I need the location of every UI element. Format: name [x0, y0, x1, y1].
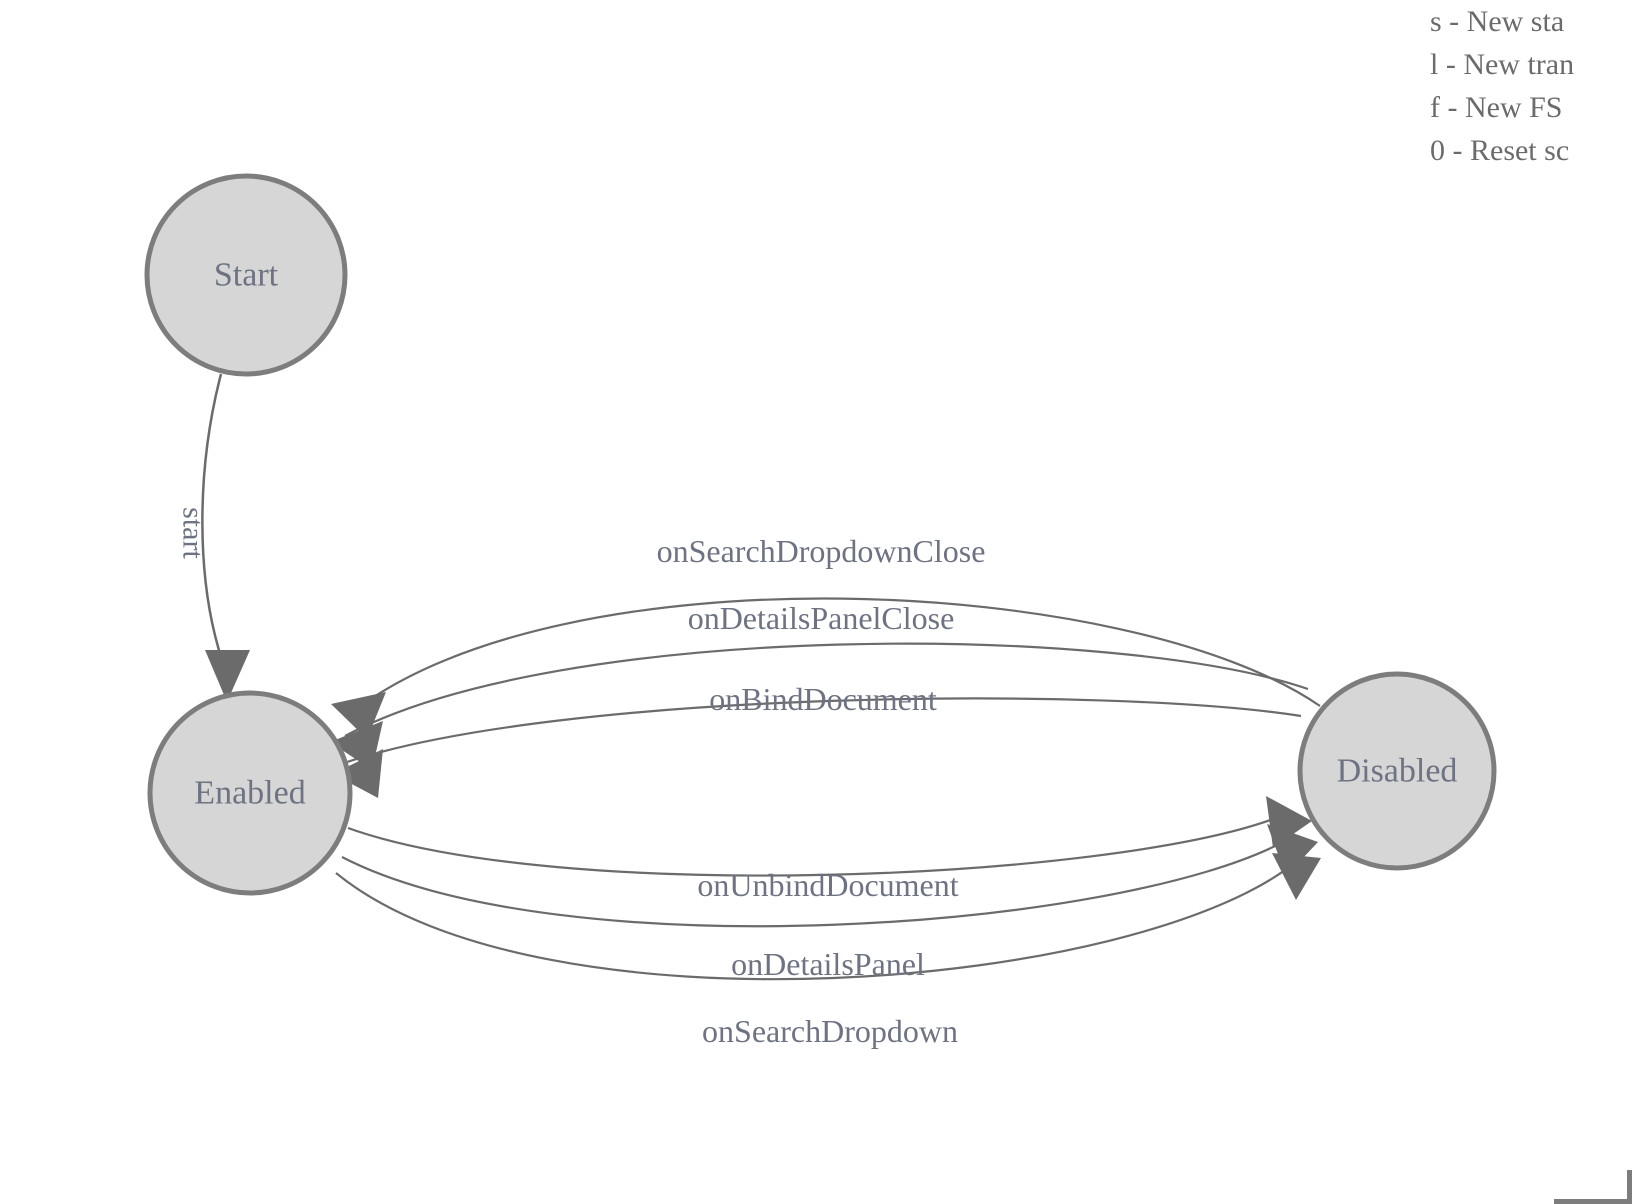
edge-on-bind-document[interactable] [333, 697, 1302, 798]
edge-start-arrowhead [205, 650, 250, 702]
edge-on-search-dropdown-path[interactable] [335, 860, 1298, 981]
edge-start-path[interactable] [201, 373, 224, 661]
edge-label-start: start [177, 507, 210, 559]
edge-on-search-dropdown[interactable] [335, 853, 1321, 981]
node-enabled[interactable]: Enabled [147, 690, 353, 896]
help-line-reset-scale: 0 - Reset sc [1430, 134, 1570, 167]
edge-label-on-details-panel: onDetailsPanel [731, 946, 925, 982]
node-start-circle[interactable] [144, 173, 348, 377]
edge-label-on-search-dropdown: onSearchDropdown [702, 1013, 958, 1049]
edge-label-on-search-dropdown-close: onSearchDropdownClose [657, 533, 986, 569]
edge-on-details-panel[interactable] [341, 824, 1318, 928]
edge-on-bind-document-arrowhead [333, 749, 383, 798]
edge-on-search-dropdown-close-path[interactable] [349, 597, 1321, 715]
resize-corner-handle[interactable] [1554, 1170, 1632, 1204]
help-line-new-state: s - New sta [1430, 5, 1565, 38]
node-start-label: Start [214, 257, 279, 294]
node-enabled-circle[interactable] [147, 690, 353, 896]
edge-layer [201, 373, 1321, 981]
edge-label-layer: start onSearchDropdownClose onDetailsPan… [177, 507, 986, 1049]
edge-start[interactable] [201, 373, 250, 702]
edge-on-search-dropdown-close[interactable] [331, 597, 1321, 739]
edge-label-on-bind-document: onBindDocument [709, 681, 937, 717]
help-line-new-fsm: f - New FS [1430, 91, 1563, 124]
edge-on-search-dropdown-close-arrowhead [331, 692, 386, 739]
keyboard-help-overlay: s - New sta l - New tran f - New FS 0 - … [1430, 0, 1632, 172]
edge-on-bind-document-path[interactable] [343, 697, 1302, 765]
edge-on-details-panel-close-path[interactable] [344, 642, 1309, 737]
edge-label-on-details-panel-close: onDetailsPanelClose [688, 600, 955, 636]
edge-on-search-dropdown-arrowhead [1272, 853, 1321, 900]
edge-on-details-panel-arrowhead [1267, 824, 1318, 876]
node-disabled-circle[interactable] [1297, 671, 1497, 871]
node-start[interactable]: Start [144, 173, 348, 377]
node-enabled-label: Enabled [194, 775, 305, 812]
node-disabled[interactable]: Disabled [1297, 671, 1497, 871]
edge-label-on-unbind-document: onUnbindDocument [697, 867, 958, 903]
edge-on-unbind-document[interactable] [347, 796, 1312, 877]
edge-on-details-panel-path[interactable] [341, 840, 1286, 928]
help-line-new-transition: l - New tran [1430, 48, 1575, 81]
node-disabled-label: Disabled [1337, 753, 1458, 790]
edge-on-unbind-document-path[interactable] [347, 816, 1277, 877]
node-layer: Start Enabled Disabled [144, 173, 1497, 896]
